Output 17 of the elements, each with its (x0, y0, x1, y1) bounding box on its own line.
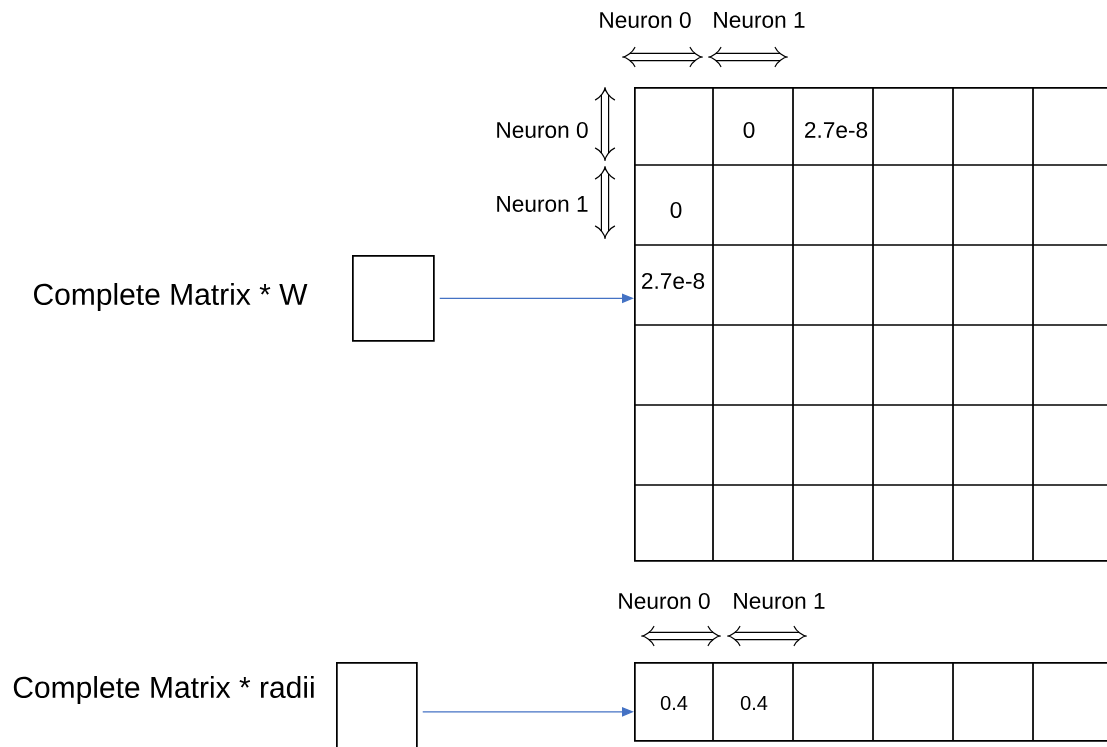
neuron-label: Neuron 1 (714, 12, 805, 28)
neuron-label: Neuron 0 (600, 11, 691, 29)
neuron-label: Neuron 1 (497, 196, 588, 212)
matrix-grid (633, 86, 1107, 562)
cell-value: 2.7e-8 (805, 121, 868, 139)
square-box (352, 255, 435, 342)
cell-value: 0 (670, 201, 682, 219)
cell-value: 0.4 (740, 695, 768, 711)
matrix-grid (634, 661, 1107, 742)
neuron-label: Neuron 0 (619, 592, 710, 610)
cell-value: 2.7e-8 (642, 272, 705, 290)
neuron-label: Neuron 0 (497, 121, 588, 139)
neuron-label: Neuron 1 (734, 593, 825, 609)
cell-value: 0 (743, 121, 755, 139)
matrix-caption: Complete Matrix * W (34, 283, 308, 311)
matrix-caption: Complete Matrix * radii (13, 676, 314, 704)
cell-value: 0.4 (660, 695, 688, 711)
